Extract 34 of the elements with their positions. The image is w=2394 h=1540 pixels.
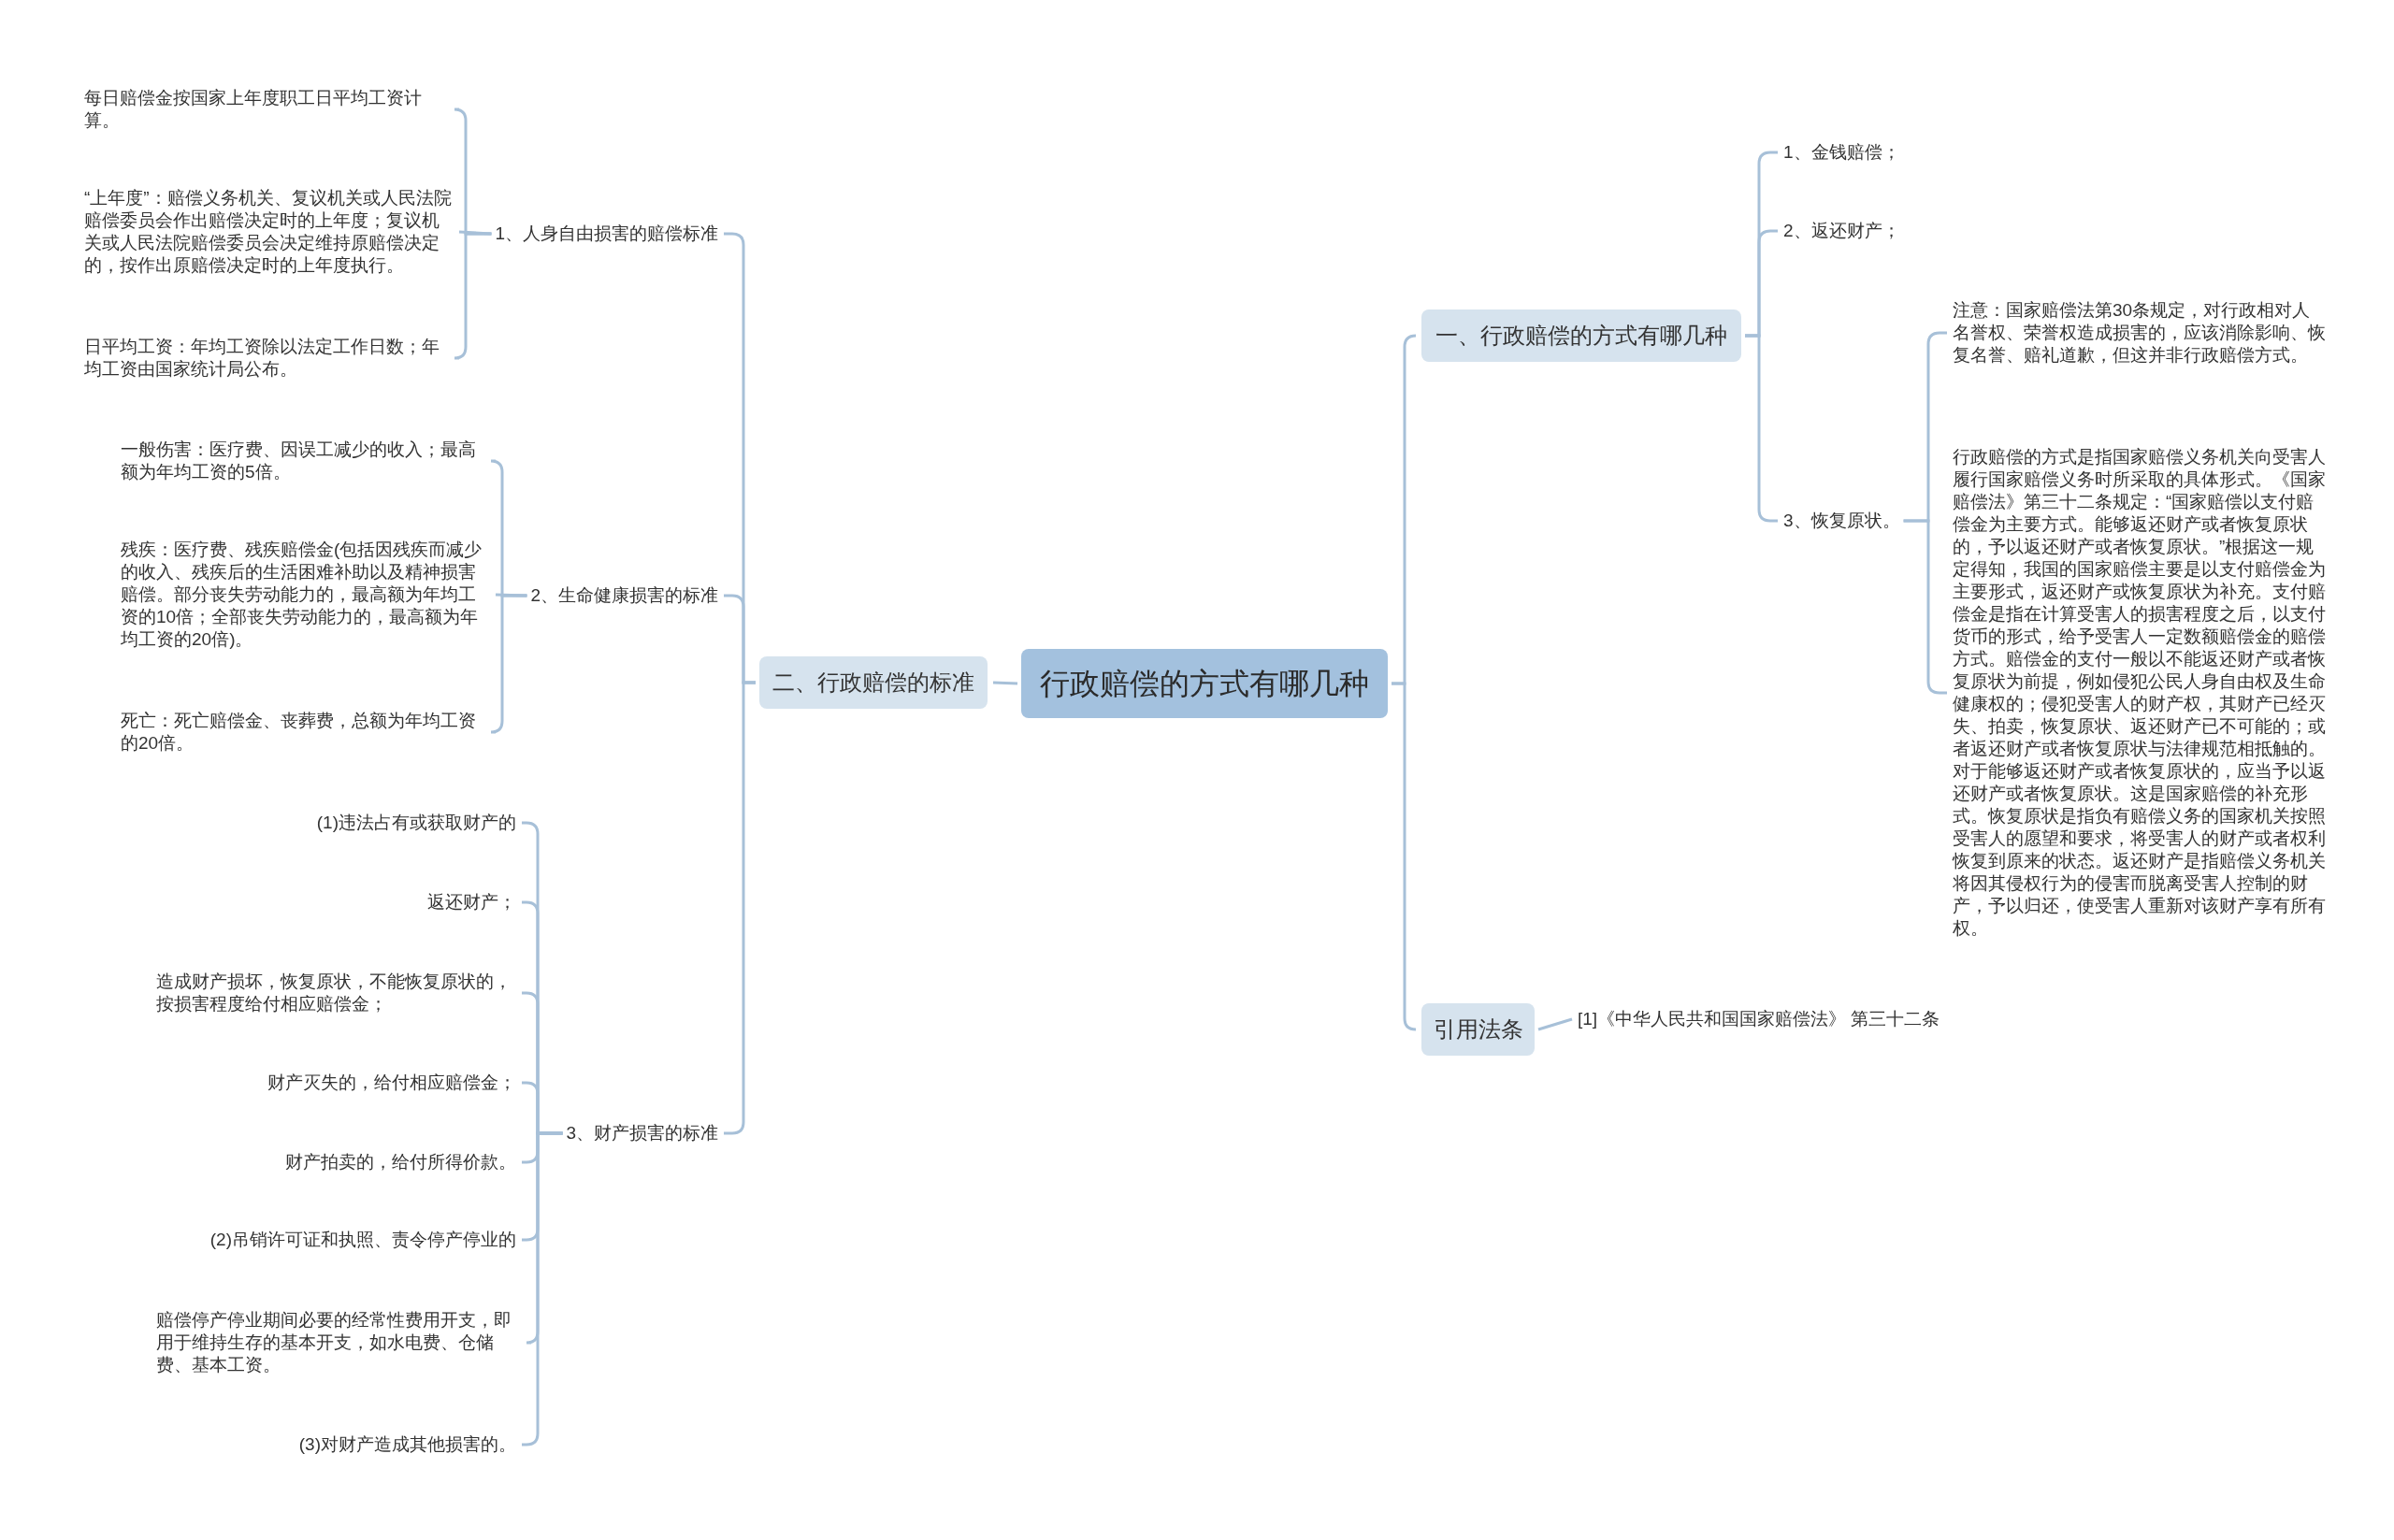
note-text: 死亡：死亡赔偿金、丧葬费，总额为年均工资的20倍。 [121,710,490,755]
note-text: 返还财产； [123,891,516,914]
branch-topic: 一、行政赔偿的方式有哪几种 [1421,309,1741,362]
note-text: 每日赔偿金按国家上年度职工日平均工资计算。 [84,87,454,132]
connector-line [489,594,527,734]
subtopic-text: 2、生命健康损害的标准 [530,584,718,607]
central-topic: 行政赔偿的方式有哪几种 [1021,649,1388,718]
note-text: 行政赔偿的方式是指国家赔偿义务机关向受害人履行国家赔偿义务时所采取的具体形式。《国家赔偿法》第三十二条规定：“国家赔偿以支付赔偿金为主要方式。能够返还财产或者恢复原状的，予以返还财产或者恢复原状。”根据这一规定得知，我国的国家赔偿主要是以支付赔偿金为主要形式，返还财产或恢复原状为补充。支付赔偿金是指在计算受害人的损害程度之后，以支付货币的形式，给予受害人一定数额赔偿金的赔偿方式。赔偿金的支付一般以不能返还财产或者恢复原状为前提，例如侵犯公民人身自由权及生命健康权的；侵犯受害人的财产权，其财产已经灭失、拍卖，恢复原状、返还财产已不可能的；或者返还财产或者恢复原状与法律规范相抵触的。对于能够返还财产或者恢复原状的，应当予以返还财产或者恢复原状。这是国家赔偿的补充形式。恢复原状是指负有赔偿义务的国家机关按照受害人的愿望和要求，将受害人的财产或者权利恢复到原来的状态。返还财产是指赔偿义务机关将因其侵权行为的侵害而脱离受害人控制的财产，予以归还，使受害人重新对该财产享有所有权。 [1953,446,2327,940]
connector-line [1392,682,1418,1031]
subtopic-text: 1、金钱赔偿； [1783,141,1900,164]
connector-line [1537,1017,1573,1031]
note-text: 造成财产损坏，恢复原状，不能恢复原状的，按损害程度给付相应赔偿金； [156,971,516,1015]
note-text: 注意：国家赔偿法第30条规定，对行政相对人名誉权、荣誉权造成损害的，应该消除影响、恢复名誉、赔礼道歉，但这并非行政赔偿方式。 [1953,299,2327,367]
subtopic-text: 1、人身自由损害的赔偿标准 [495,223,718,245]
connector-line [495,593,527,597]
note-text: 残疾：医疗费、残疾赔偿金(包括因残疾而减少的收入、残疾后的生活困难补助以及精神损害赔偿。部分丧失劳动能力的，最高额为年均工资的10倍；全部丧失劳动能力的，最高额为年均工资的20倍)。 [121,539,490,651]
note-text: [1]《中华人民共和国国家赔偿法》 第三十二条 [1578,1008,1942,1030]
connector-line [453,232,492,360]
note-text: 财产灭失的，给付相应赔偿金； [123,1072,516,1094]
note-text: (2)吊销许可证和执照、责令停产停业的 [123,1229,516,1251]
note-text: 日平均工资：年均工资除以法定工作日数；年均工资由国家统计局公布。 [84,336,454,381]
note-text: 财产拍卖的，给付所得价款。 [123,1151,516,1173]
connector-line [992,681,1018,685]
branch-topic: 二、行政赔偿的标准 [759,656,988,709]
note-text: 赔偿停产停业期间必要的经常性费用开支，即用于维持生存的基本开支，如水电费、仓储费、基本工资。 [156,1309,526,1376]
note-text: (3)对财产造成其他损害的。 [123,1433,516,1456]
subtopic-text: 2、返还财产； [1783,220,1900,242]
note-text: 一般伤害：医疗费、因误工减少的收入；最高额为年均工资的5倍。 [121,439,490,483]
subtopic-text: 3、财产损害的标准 [566,1122,718,1144]
connector-line [458,230,492,236]
note-text: “上年度”：赔偿义务机关、复议机关或人民法院赔偿委员会作出赔偿决定时的上年度；复议机关或人民法院赔偿委员会决定维持原赔偿决定的，按作出原赔偿决定时的上年度执行。 [84,187,454,277]
note-text: (1)违法占有或获取财产的 [123,812,516,834]
subtopic-text: 3、恢复原状。 [1783,510,1900,532]
branch-topic: 引用法条 [1421,1003,1535,1056]
